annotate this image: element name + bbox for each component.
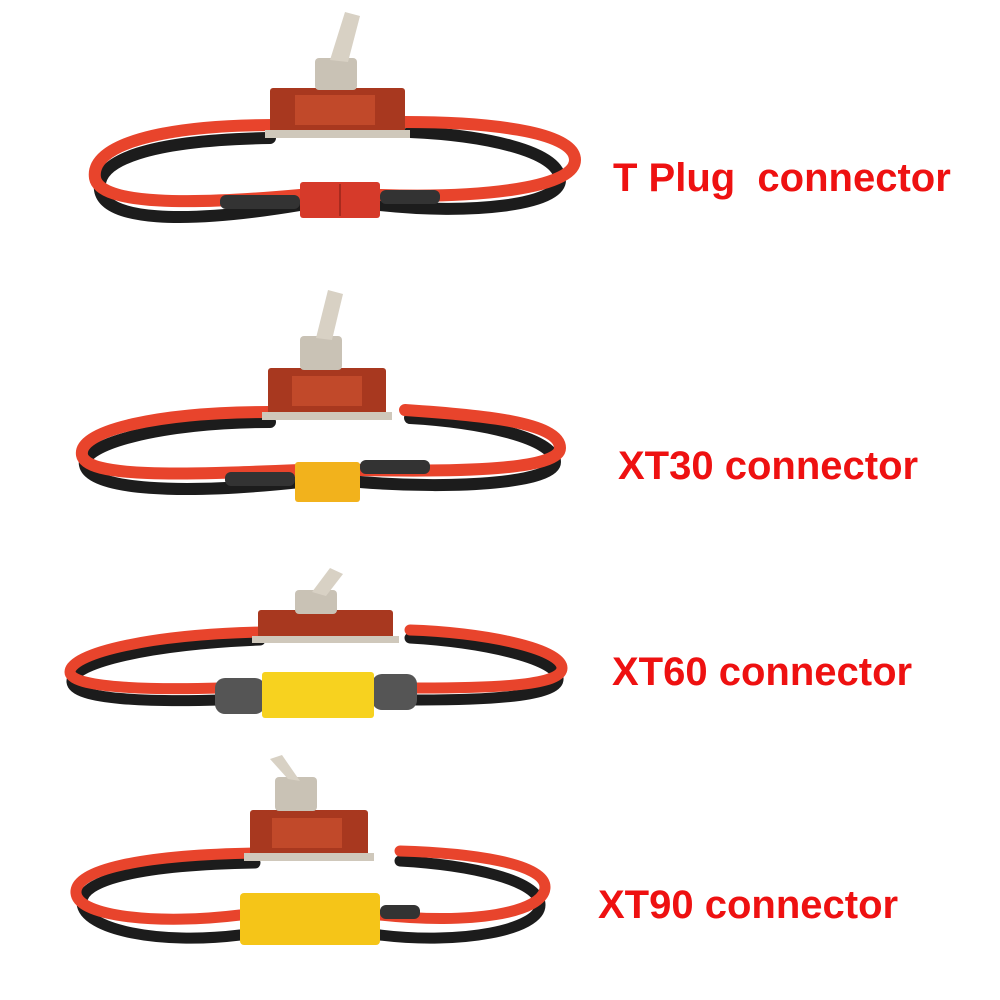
- tplug-cable-assembly-image: [88, 12, 582, 223]
- xt90-connector: [240, 893, 380, 945]
- xt60-connector-label: XT60 connector: [612, 650, 913, 694]
- product-row-tplug: T Plug connector: [0, 0, 1000, 250]
- xt60-connector: [262, 672, 374, 718]
- tplug-connector-label: T Plug connector: [613, 156, 951, 200]
- xt30-connector-label: XT30 connector: [618, 444, 919, 488]
- xt30-cable-assembly-image: [76, 290, 567, 502]
- xt90-connector-label: XT90 connector: [598, 883, 899, 927]
- product-row-xt30: XT30 connector: [0, 250, 1000, 520]
- xt90-cable-assembly-image: [70, 755, 551, 945]
- product-row-xt90: XT90 connector: [0, 755, 1000, 1000]
- xt30-connector: [295, 462, 360, 502]
- product-row-xt60: XT60 connector: [0, 560, 1000, 750]
- xt60-cable-assembly-image: [64, 568, 568, 718]
